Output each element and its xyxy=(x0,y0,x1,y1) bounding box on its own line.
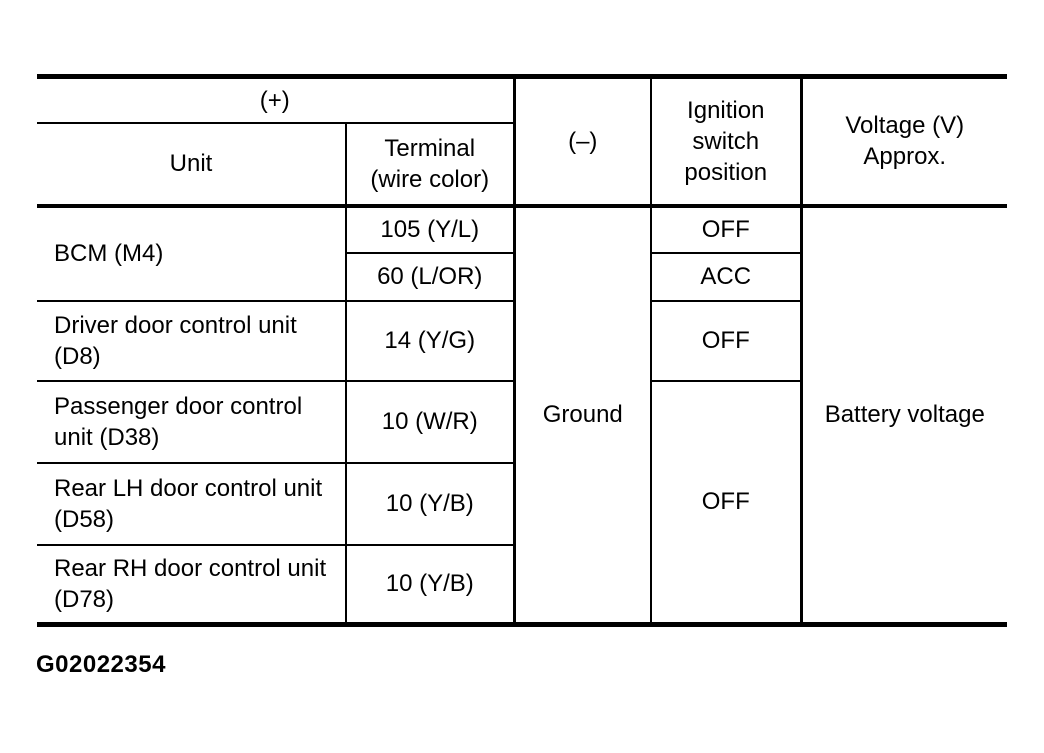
terminal-cell: 14 (Y/G) xyxy=(346,300,516,382)
figure-code: G02022354 xyxy=(36,651,166,678)
voltage-cell-battery: Battery voltage xyxy=(824,401,985,429)
table-row: 60 (L/OR) ACC xyxy=(37,252,1007,302)
header-unit: Unit xyxy=(37,122,347,208)
unit-cell-driver-door: Driver door control unit (D8) xyxy=(37,300,347,382)
header-voltage-approx: Voltage (V) Approx. xyxy=(801,76,1007,208)
terminal-cell: 10 (Y/B) xyxy=(346,462,516,546)
table-row: Passenger door control unit (D38) 10 (W/… xyxy=(37,380,1007,625)
ignition-cell-merged-off: OFF xyxy=(651,380,803,625)
header-plus: (+) xyxy=(37,76,516,124)
header-terminal-wire-color: Terminal (wire color) xyxy=(346,122,516,208)
header-minus: (–) xyxy=(514,76,652,208)
table-row: Rear RH door control unit (D78) 10 (Y/B) xyxy=(37,544,1007,625)
ignition-cell: OFF xyxy=(651,205,803,254)
terminal-cell: 10 (Y/B) xyxy=(346,544,516,625)
terminal-cell: 105 (Y/L) xyxy=(346,205,516,254)
terminal-cell: 60 (L/OR) xyxy=(346,252,516,302)
minus-cell-ground: Ground xyxy=(514,205,652,625)
unit-cell-bcm: BCM (M4) xyxy=(37,205,347,302)
unit-cell-rear-lh-door: Rear LH door control unit (D58) xyxy=(37,462,347,546)
ignition-cell: ACC xyxy=(651,252,803,302)
unit-cell-passenger-door: Passenger door control unit (D38) xyxy=(37,380,347,464)
table-row: BCM (M4) 105 (Y/L) Ground OFF Battery vo… xyxy=(37,205,1007,625)
voltage-spec-table: (+) (–) Ignition switch position Voltage… xyxy=(37,74,1007,627)
terminal-cell: 10 (W/R) xyxy=(346,380,516,464)
header-ignition-switch-position: Ignition switch position xyxy=(651,76,803,208)
ignition-cell: OFF xyxy=(651,300,803,382)
table-row: Rear LH door control unit (D58) 10 (Y/B) xyxy=(37,462,1007,546)
table-row: Driver door control unit (D8) 14 (Y/G) O… xyxy=(37,300,1007,382)
unit-cell-rear-rh-door: Rear RH door control unit (D78) xyxy=(37,544,347,625)
